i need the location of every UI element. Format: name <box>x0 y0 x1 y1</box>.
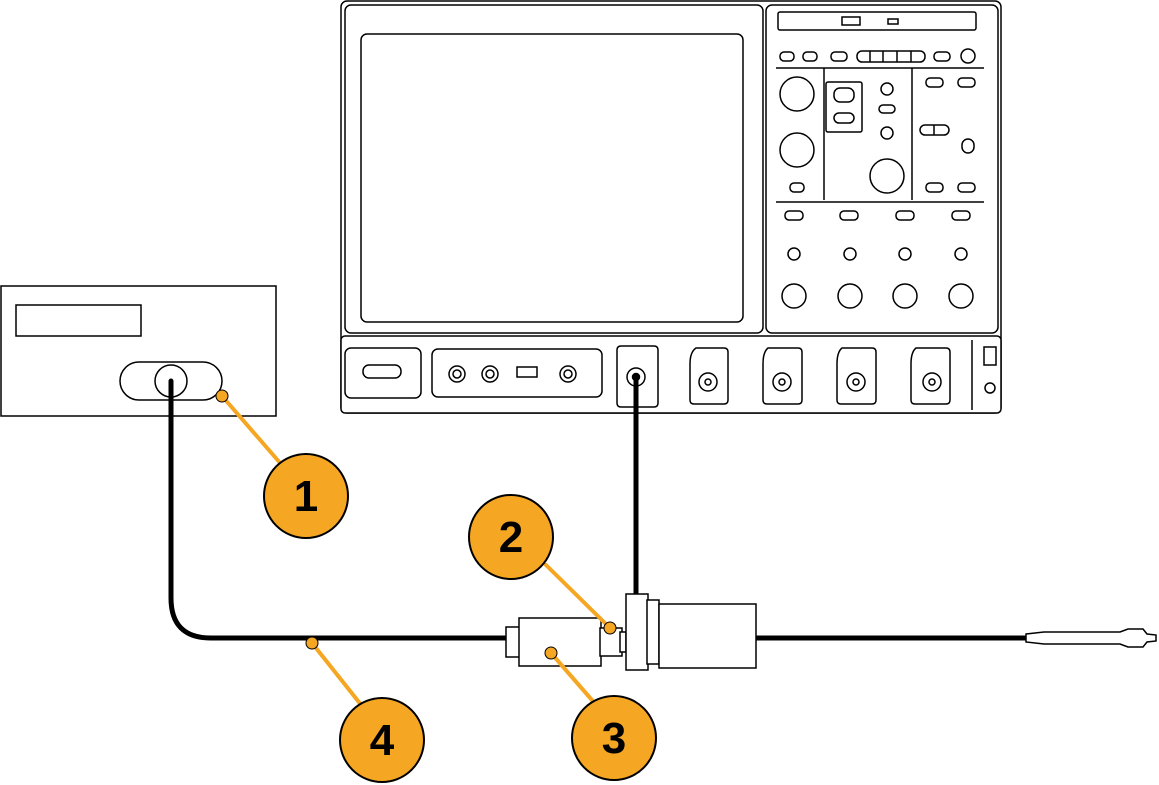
callouts: 1 2 3 4 <box>215 389 657 783</box>
oscilloscope <box>340 0 1002 414</box>
attenuator-end <box>505 626 521 658</box>
callout-3-badge: 3 <box>571 695 657 781</box>
adapter-body <box>658 603 757 669</box>
inline-attenuator <box>518 617 602 667</box>
callout-3-label: 3 <box>602 714 626 763</box>
callout-1-badge: 1 <box>263 453 349 539</box>
oscilloscope-display <box>360 33 744 323</box>
inline-components <box>505 593 1157 671</box>
callout-2-label: 2 <box>499 513 523 562</box>
cables <box>168 377 1033 641</box>
callout-1-leader <box>220 394 283 466</box>
callout-4-label: 4 <box>370 716 395 765</box>
coaxial-cable <box>168 378 511 641</box>
signal-source <box>0 285 277 417</box>
probe-tip <box>1025 628 1157 648</box>
adapter-connector <box>625 593 649 671</box>
callout-4-leader <box>310 641 364 708</box>
callout-4-badge: 4 <box>339 697 425 783</box>
signal-source-display <box>15 304 142 337</box>
callout-2-leader <box>544 563 612 630</box>
callout-1-label: 1 <box>294 472 318 521</box>
callout-3-leader <box>549 651 600 709</box>
callout-2-badge: 2 <box>468 494 554 580</box>
